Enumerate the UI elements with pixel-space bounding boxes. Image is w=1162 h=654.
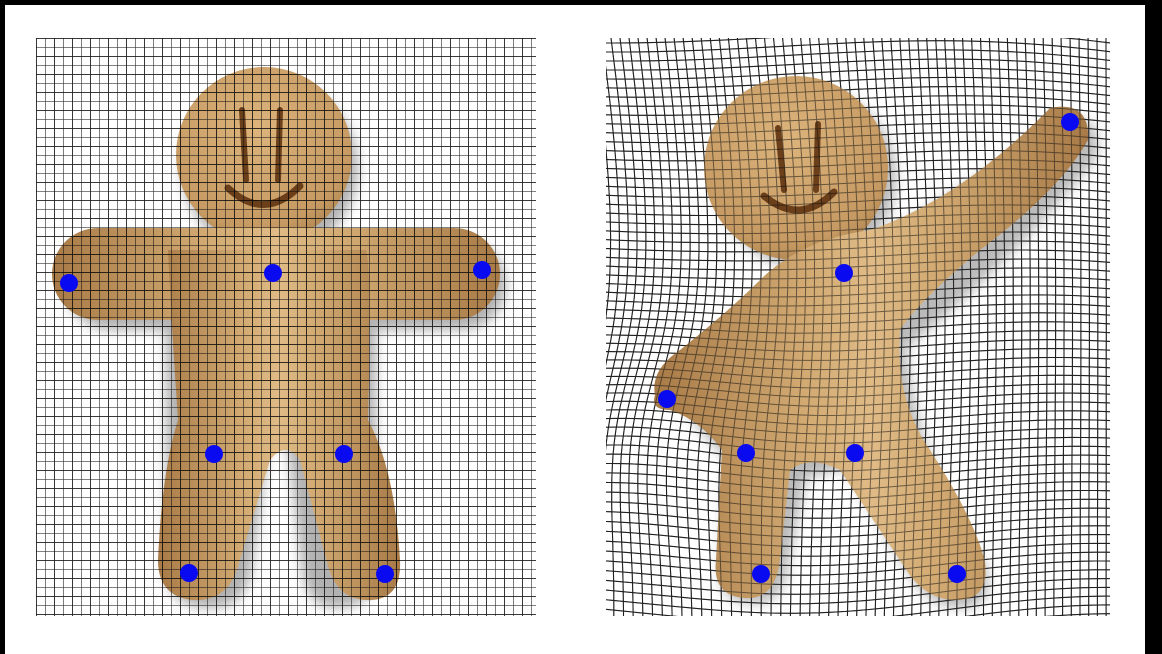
grid-line bbox=[565, 0, 602, 642]
grid-line bbox=[545, 640, 1141, 654]
grid-line bbox=[1132, 2, 1134, 631]
grid-line bbox=[545, 0, 584, 640]
grid-line bbox=[545, 0, 584, 640]
grid-line bbox=[566, 22, 1143, 38]
grid-line bbox=[547, 605, 1141, 632]
handle-point bbox=[335, 445, 353, 463]
handle-point bbox=[752, 565, 770, 583]
handle-point bbox=[264, 264, 282, 282]
grid-line bbox=[566, 22, 1143, 38]
grid-line bbox=[547, 605, 1141, 632]
grid-line bbox=[555, 0, 593, 641]
grid-line bbox=[574, 0, 610, 643]
handle-point bbox=[205, 445, 223, 463]
grid-line bbox=[574, 0, 610, 643]
grid-line bbox=[567, 32, 1142, 48]
handle-point bbox=[737, 444, 755, 462]
handle-point bbox=[376, 565, 394, 583]
grid-line bbox=[564, 13, 1142, 30]
original-panel bbox=[36, 38, 536, 616]
grid-line bbox=[1024, 0, 1030, 636]
grid-line bbox=[547, 596, 1141, 623]
handle-point bbox=[846, 444, 864, 462]
deformed-panel bbox=[545, 0, 1143, 654]
grid-line bbox=[563, 4, 1142, 21]
grid-line bbox=[1033, 0, 1039, 635]
grid-line bbox=[546, 614, 1141, 642]
grid-line bbox=[546, 623, 1142, 652]
handle-point bbox=[1061, 113, 1079, 131]
grid-line bbox=[545, 631, 1141, 654]
grid-line bbox=[1042, 0, 1047, 634]
grid-line bbox=[548, 579, 1141, 604]
grid-line bbox=[561, 0, 1143, 3]
grid-line bbox=[564, 13, 1142, 30]
handle-point bbox=[835, 264, 853, 282]
grid-line bbox=[563, 4, 1142, 21]
grid-line bbox=[547, 596, 1141, 623]
grid-line bbox=[546, 614, 1141, 642]
grid-line bbox=[1123, 1, 1124, 631]
grid-line bbox=[548, 587, 1141, 613]
grid-line bbox=[567, 32, 1142, 48]
grid-line bbox=[545, 631, 1141, 654]
grid-line bbox=[555, 482, 1140, 500]
grid-line bbox=[562, 0, 1143, 12]
handle-point bbox=[948, 565, 966, 583]
handle-point bbox=[658, 390, 676, 408]
grid-line bbox=[1060, 0, 1064, 633]
handle-point bbox=[180, 564, 198, 582]
handle-point bbox=[473, 261, 491, 279]
grid-line bbox=[1079, 0, 1081, 632]
grid-line bbox=[1088, 0, 1090, 632]
grid-line bbox=[562, 0, 1143, 12]
grid-line bbox=[555, 0, 593, 641]
grid-line bbox=[1132, 2, 1134, 631]
original-grid-major bbox=[36, 38, 536, 616]
grid-line bbox=[1015, 0, 1022, 637]
handle-point bbox=[60, 274, 78, 292]
grid-line bbox=[1051, 0, 1055, 634]
grid-line bbox=[1140, 3, 1143, 631]
grid-line bbox=[565, 0, 602, 642]
grid-line bbox=[1140, 3, 1143, 631]
grid-line bbox=[548, 587, 1141, 613]
grid-line bbox=[546, 623, 1142, 652]
grid-line bbox=[1123, 1, 1124, 631]
grid-line bbox=[561, 0, 1143, 3]
grid-line bbox=[545, 640, 1141, 654]
grid-line bbox=[548, 579, 1141, 604]
grid-line bbox=[1006, 0, 1014, 638]
